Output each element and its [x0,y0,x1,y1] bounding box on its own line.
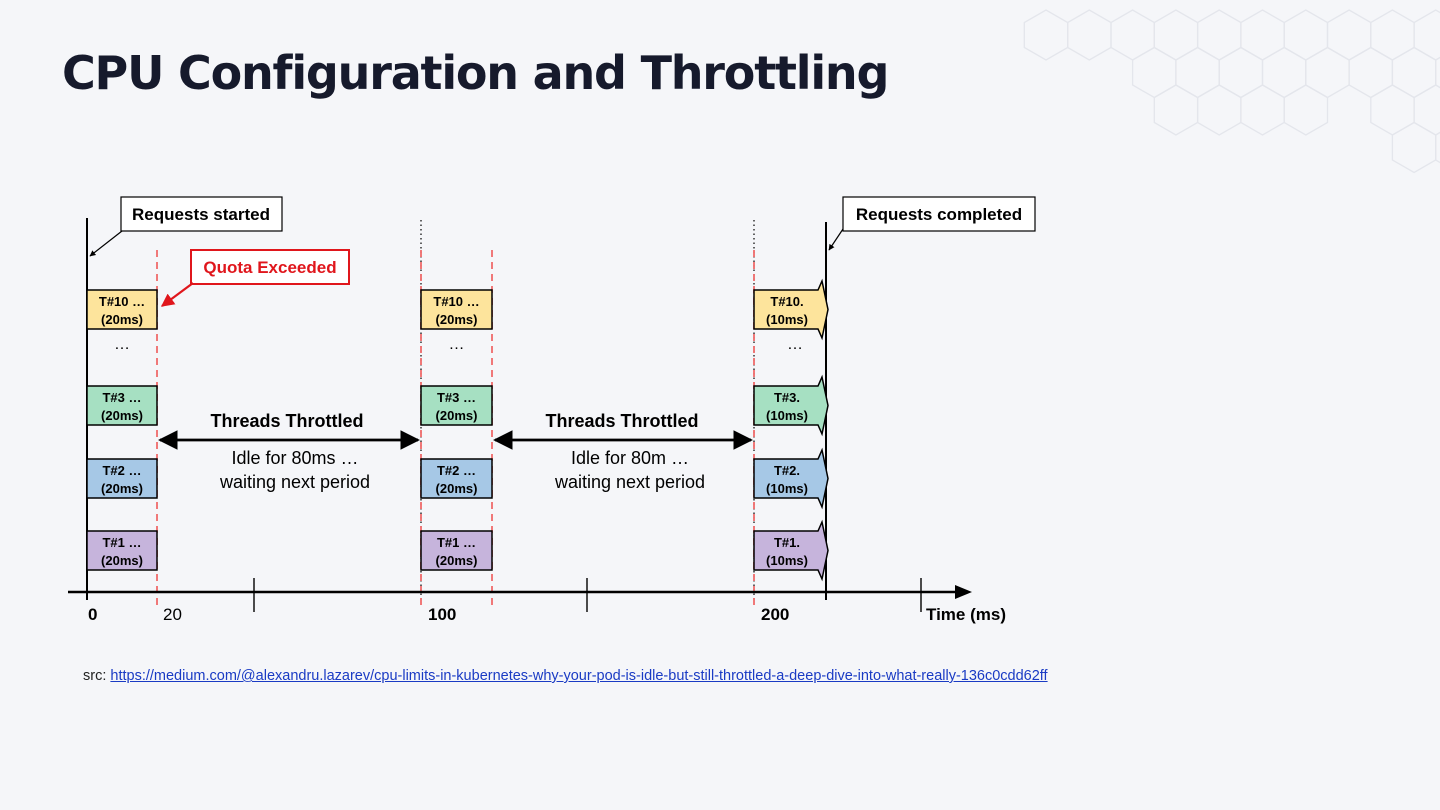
thread-block-shape [753,519,829,582]
thread-block-shape [420,385,493,426]
throttle-section-1: Threads Throttled Idle for 80ms … waitin… [158,411,420,492]
time-axis: 0 20 100 200 Time (ms) [68,578,1006,624]
thread-block-shape [86,458,158,499]
hexagon-pattern-decoration [1023,9,1440,174]
axis-label: Time (ms) [926,605,1006,624]
requests-completed-callout: Requests completed [828,196,1036,251]
thread-block-shape [753,278,829,341]
tick-label-0: 0 [88,605,97,624]
thread-block: T#10. (10ms) [753,278,829,341]
thread-label: T#1 … [102,535,141,550]
thread-label: T#2. [774,463,800,478]
source-citation: src: https://medium.com/@alexandru.lazar… [83,668,1048,684]
thread-duration: (20ms) [101,553,143,568]
thread-label: T#10. [770,294,803,309]
thread-block-shape [86,289,158,330]
thread-duration: (20ms) [436,553,478,568]
thread-label: T#10 … [433,294,479,309]
page-title: CPU Configuration and Throttling [62,46,889,100]
source-prefix: src: [83,668,111,684]
thread-label: T#3. [774,390,800,405]
thread-block: T#3 … (20ms) [86,385,158,426]
requests-started-label: Requests started [132,205,270,224]
thread-block: T#1 … (20ms) [86,530,158,571]
thread-duration: (20ms) [436,408,478,423]
hexagon-shape [1283,84,1329,136]
thread-block-shape [420,530,493,571]
tick-label-200: 200 [761,605,789,624]
thread-duration: (20ms) [101,481,143,496]
throttle-section-2: Threads Throttled Idle for 80m … waiting… [493,411,753,492]
thread-block-shape [753,374,829,437]
thread-block: T#10 … (20ms) [420,289,493,330]
throttle-heading: Threads Throttled [210,411,363,431]
throttle-wait-text: waiting next period [554,472,705,492]
tick-label-100: 100 [428,605,456,624]
thread-block: T#3. (10ms) [753,374,829,437]
thread-label: T#1. [774,535,800,550]
requests-completed-label: Requests completed [856,205,1022,224]
thread-duration: (10ms) [766,408,808,423]
hexagon-shape [1435,131,1440,164]
thread-block: T#3 … (20ms) [420,385,493,426]
requests-started-callout: Requests started [89,196,283,257]
thread-duration: (10ms) [766,481,808,496]
thread-ellipsis: … [114,336,130,353]
thread-label: T#3 … [102,390,141,405]
quota-exceeded-callout: Quota Exceeded [160,249,350,307]
thread-label: T#10 … [99,294,145,309]
thread-block: T#2. (10ms) [753,447,829,510]
throttle-heading: Threads Throttled [545,411,698,431]
thread-duration: (10ms) [766,553,808,568]
thread-block: T#1 … (20ms) [420,530,493,571]
throttle-idle-text: Idle for 80m … [571,448,689,468]
thread-block: T#2 … (20ms) [86,458,158,499]
thread-duration: (20ms) [101,408,143,423]
thread-duration: (20ms) [101,312,143,327]
thread-label: T#1 … [437,535,476,550]
thread-label: T#2 … [437,463,476,478]
thread-duration: (20ms) [436,481,478,496]
thread-block: T#1. (10ms) [753,519,829,582]
thread-label: T#2 … [102,463,141,478]
thread-block-shape [420,458,493,499]
thread-duration: (20ms) [436,312,478,327]
thread-ellipsis: … [449,336,465,353]
thread-label: T#3 … [437,390,476,405]
source-link[interactable]: https://medium.com/@alexandru.lazarev/cp… [110,668,1048,684]
thread-block: T#2 … (20ms) [420,458,493,499]
thread-block-shape [86,530,158,571]
tick-label-20: 20 [163,605,182,624]
throttle-wait-text: waiting next period [219,472,370,492]
thread-block-shape [753,447,829,510]
thread-block-shape [420,289,493,330]
thread-block: T#10 … (20ms) [86,289,158,330]
thread-ellipsis: … [787,336,803,353]
throttle-idle-text: Idle for 80ms … [231,448,358,468]
thread-duration: (10ms) [766,312,808,327]
quota-exceeded-label: Quota Exceeded [203,258,336,277]
thread-block-shape [86,385,158,426]
